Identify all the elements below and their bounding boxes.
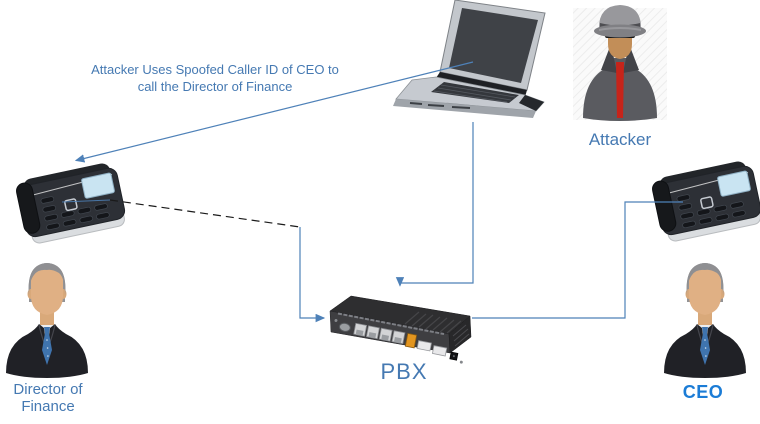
ceo-phone-icon	[649, 157, 760, 245]
connector-laptop-to-director-phone	[74, 61, 474, 163]
connector-director-phone-overlay	[61, 199, 111, 203]
connector-phone-to-pbx-blue	[299, 227, 326, 323]
director-label-line-2: Finance	[21, 398, 75, 415]
director-label-line-1: Director of	[13, 381, 83, 398]
annotation-line-1: Attacker Uses Spoofed Caller ID of CEO t…	[91, 62, 339, 77]
pbx-label: PBX	[380, 359, 428, 384]
attacker-icon	[573, 5, 667, 121]
connector-laptop-to-pbx	[395, 122, 474, 287]
director-of-finance-label: Director of Finance	[0, 381, 96, 415]
pbx-icon	[329, 295, 472, 364]
director-phone-icon	[13, 159, 129, 247]
ceo-icon	[663, 262, 747, 379]
annotation-line-2: call the Director of Finance	[137, 79, 293, 94]
spoofed-call-annotation: Attacker Uses Spoofed Caller ID of CEO t…	[60, 61, 370, 95]
ceo-label: CEO	[682, 382, 724, 402]
laptop-icon	[393, 0, 546, 118]
connector-director-phone-dashed	[109, 199, 301, 228]
attacker-label: Attacker	[588, 130, 652, 149]
director-of-finance-icon	[5, 262, 89, 379]
connector-ceo-phone-to-pbx	[472, 201, 683, 319]
